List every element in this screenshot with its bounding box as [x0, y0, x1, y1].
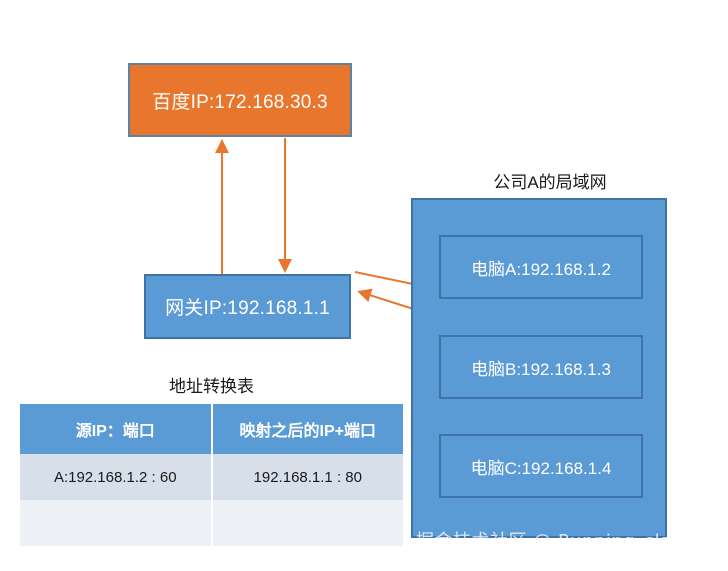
nat-table: 源IP：端口 映射之后的IP+端口 A:192.168.1.2 : 60 192…: [20, 404, 403, 546]
host-node-a[interactable]: 电脑A:192.168.1.2: [439, 235, 643, 299]
internet-server-label: 百度IP:172.168.30.3: [152, 91, 328, 113]
host-node-c[interactable]: 电脑C:192.168.1.4: [439, 434, 643, 498]
watermark: 掘金技术社区 @ Running_slave: [416, 531, 695, 552]
nat-table-title: 地址转换表: [169, 377, 254, 396]
nat-table-header-row: 源IP：端口 映射之后的IP+端口: [20, 404, 403, 454]
host-label-b: 电脑B:192.168.1.3: [471, 359, 611, 379]
table-row[interactable]: [20, 500, 403, 546]
gateway-label: 网关IP:192.168.1.1: [165, 298, 330, 319]
host-label-a: 电脑A:192.168.1.2: [471, 259, 611, 279]
nat-row-source: A:192.168.1.2 : 60: [20, 454, 213, 500]
host-node-b[interactable]: 电脑B:192.168.1.3: [439, 335, 643, 399]
lan-container[interactable]: 电脑A:192.168.1.2 电脑B:192.168.1.3 电脑C:192.…: [411, 198, 667, 538]
nat-row-mapped: [211, 500, 403, 546]
internet-server-node[interactable]: 百度IP:172.168.30.3: [128, 63, 352, 137]
lan-title: 公司A的局域网: [493, 173, 607, 192]
nat-table-header-source: 源IP：端口: [20, 404, 213, 454]
gateway-node[interactable]: 网关IP:192.168.1.1: [144, 274, 351, 339]
nat-row-source: [20, 500, 213, 546]
host-label-c: 电脑C:192.168.1.4: [470, 458, 612, 478]
nat-table-header-mapped: 映射之后的IP+端口: [211, 404, 403, 454]
nat-row-mapped: 192.168.1.1 : 80: [211, 454, 403, 500]
table-row[interactable]: A:192.168.1.2 : 60 192.168.1.1 : 80: [20, 454, 403, 500]
